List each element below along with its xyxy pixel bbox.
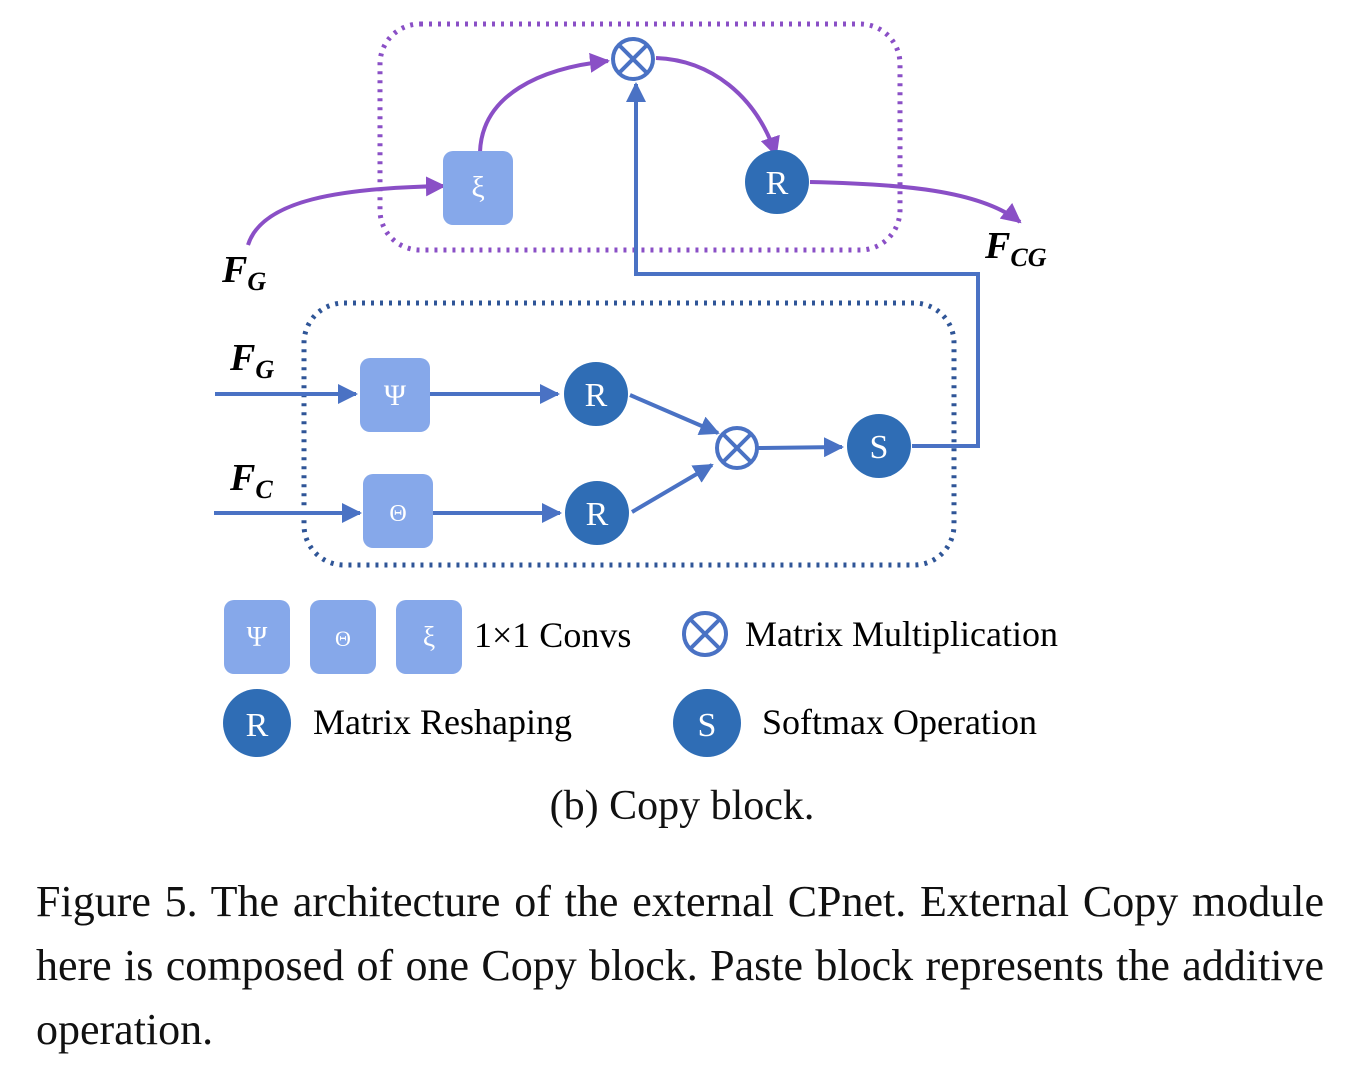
svg-text:S: S [870,429,889,466]
svg-text:Ψ: Ψ [384,379,407,412]
output-label-fcg: FCG [984,225,1047,272]
svg-text:R: R [586,496,609,533]
input-label-fg-mid: FG [229,337,274,384]
input-label-fc: FC [229,457,273,504]
edge-matmul-to-r [655,56,780,157]
svg-text:ξ: ξ [423,622,435,653]
subfigure-caption: (b) Copy block. [549,783,815,829]
svg-text:Θ: Θ [389,501,406,527]
legend-matmul-label: Matrix Multiplication [745,614,1058,654]
reshape-node-mid: R [564,362,628,426]
legend-softmax-icon: S [673,689,741,757]
softmax-node: S [847,414,911,478]
svg-text:R: R [766,165,789,202]
legend: Ψ Θ ξ 1×1 Convs Matrix Multiplication R … [223,600,1058,757]
legend-conv-label: 1×1 Convs [474,615,631,655]
legend-matmul-icon [682,611,728,657]
legend-conv-xi: ξ [396,600,462,674]
copy-region-box [301,300,957,568]
svg-text:R: R [585,377,608,414]
input-label-fg-top: FG [221,249,266,296]
svg-text:Θ: Θ [335,626,351,651]
figure-caption: Figure 5. The architecture of the extern… [36,877,1324,1054]
reshape-node-low: R [565,481,629,545]
copy-block-diagram: ξ Ψ Θ R R R S FG FG FC FCG Ψ [214,21,1058,757]
edge-matmul-to-softmax [757,437,844,458]
legend-conv-theta: Θ [310,600,376,674]
svg-text:ξ: ξ [471,171,484,204]
legend-reshape-icon: R [223,689,291,757]
edge-xi-to-matmul [478,52,610,153]
svg-text:Ψ: Ψ [247,622,268,653]
svg-text:R: R [246,707,269,744]
legend-conv-psi: Ψ [224,600,290,674]
edge-r-to-matmul-top [629,393,720,436]
paste-region-box [377,21,903,253]
legend-softmax-label: Softmax Operation [762,702,1037,742]
conv-psi-node: Ψ [360,358,430,432]
legend-reshape-label: Matrix Reshaping [313,702,572,742]
reshape-node-top: R [745,150,809,214]
matmul-node-top [611,37,655,81]
edge-fg-to-xi [246,176,446,246]
edge-r-to-output [809,180,1022,224]
conv-theta-node: Θ [363,474,433,548]
edge-softmax-to-top-matmul [626,82,980,448]
edge-r-to-matmul-low [630,463,714,514]
conv-xi-node: ξ [443,151,513,225]
svg-text:S: S [698,707,717,744]
matmul-node-bottom [715,426,759,470]
